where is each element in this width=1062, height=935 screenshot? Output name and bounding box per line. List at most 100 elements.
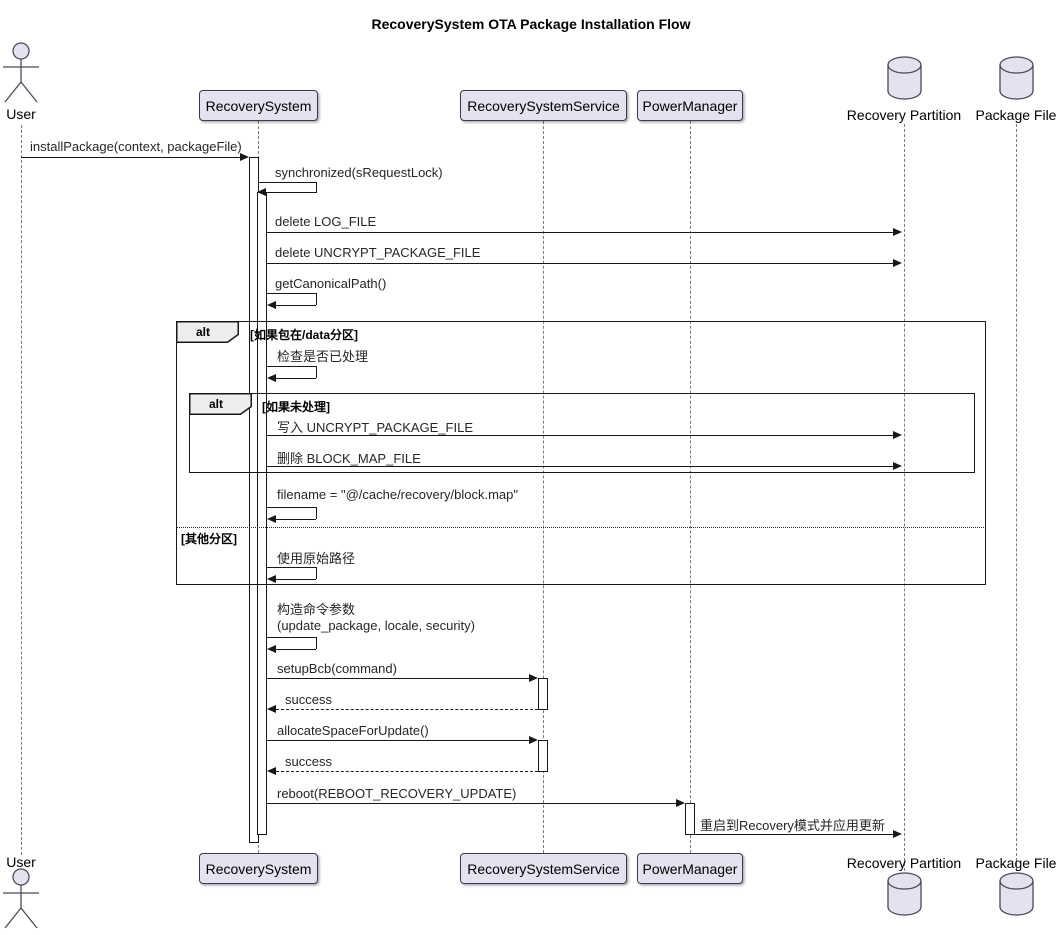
msg-filename-side — [316, 507, 317, 519]
msg-synchronized-side — [316, 182, 317, 193]
powermanager-box-bottom: PowerManager — [637, 853, 743, 884]
msg-setup-bcb-line — [267, 678, 529, 679]
msg-delete-log-file-arrowhead — [893, 228, 902, 236]
msg-setup-bcb-return-arrowhead — [267, 705, 276, 713]
package-file-database-icon-bottom — [999, 872, 1034, 916]
msg-allocate-return: success — [285, 754, 332, 769]
msg-check-arrowhead — [267, 374, 276, 382]
msg-get-canonical-side — [316, 293, 317, 305]
msg-synchronized-arrowhead — [257, 188, 266, 196]
msg-allocate-return-arrowhead — [267, 767, 276, 775]
user-actor-icon-top — [3, 42, 39, 103]
recovery-partition-database-icon-top — [887, 56, 922, 100]
recoverysystem-box-top: RecoverySystem — [199, 90, 318, 121]
alt-divider — [176, 527, 986, 528]
inner-alt-operator: alt — [209, 397, 224, 411]
msg-reboot: reboot(REBOOT_RECOVERY_UPDATE) — [277, 786, 517, 801]
user-actor-icon-bottom — [3, 868, 39, 929]
outer-alt-guard-else: [其他分区] — [181, 532, 237, 546]
msg-get-canonical-arrowhead — [267, 301, 276, 309]
msg-delete-uncrypt-arrowhead — [893, 259, 902, 267]
msg-original-back — [276, 579, 316, 580]
msg-setup-bcb-return-line — [276, 709, 538, 710]
outer-alt-operator: alt — [196, 325, 211, 339]
inner-alt-tab — [189, 393, 252, 415]
msg-check-out — [267, 366, 316, 367]
msg-filename-arrowhead — [267, 515, 276, 523]
msg-delete-block-map: 删除 BLOCK_MAP_FILE — [277, 451, 421, 466]
msg-get-canonical-out — [267, 293, 316, 294]
recoverysystemservice-box-top: RecoverySystemService — [460, 90, 627, 121]
inner-alt-frame — [189, 393, 975, 473]
recovery-partition-label-top: Recovery Partition — [846, 107, 962, 123]
user-label-bottom: User — [6, 854, 36, 870]
msg-install-package: installPackage(context, packageFile) — [30, 139, 242, 154]
msg-delete-log-file: delete LOG_FILE — [275, 214, 377, 229]
msg-setup-bcb-arrowhead — [529, 674, 538, 682]
msg-original-side — [316, 567, 317, 579]
msg-allocate-space-line — [267, 740, 529, 741]
recoverysystemservice-lifeline — [543, 121, 544, 853]
recovery-partition-label-bottom: Recovery Partition — [846, 855, 962, 871]
outer-alt-frame — [176, 321, 986, 585]
powermanager-box-top: PowerManager — [637, 90, 743, 121]
msg-reboot-note-line — [695, 834, 893, 835]
msg-build-args-arrowhead — [267, 645, 276, 653]
user-label-top: User — [6, 106, 36, 122]
msg-synchronized: synchronized(sRequestLock) — [275, 165, 443, 180]
msg-build-args-back — [276, 649, 316, 650]
msg-check-back — [276, 378, 316, 379]
msg-check-side — [316, 366, 317, 378]
msg-allocate-return-line — [276, 771, 538, 772]
msg-write-uncrypt-line — [267, 435, 893, 436]
msg-delete-uncrypt-line — [267, 263, 893, 264]
powermanager-lifeline — [690, 121, 691, 853]
msg-get-canonical-back — [276, 305, 316, 306]
msg-delete-block-map-arrowhead — [893, 462, 902, 470]
outer-alt-tab — [176, 321, 239, 343]
msg-install-package-line — [21, 157, 240, 158]
msg-synchronized-out — [259, 182, 316, 183]
recoverypartition-lifeline — [904, 124, 905, 871]
diagram-title: RecoverySystem OTA Package Installation … — [371, 16, 691, 32]
powermanager-activation — [685, 803, 695, 835]
msg-allocate-space: allocateSpaceForUpdate() — [277, 723, 429, 738]
service-activation-setupbcb — [538, 678, 548, 710]
msg-reboot-line — [267, 803, 676, 804]
packagefile-lifeline — [1016, 124, 1017, 871]
inner-alt-guard-if: [如果未处理] — [262, 400, 330, 414]
msg-synchronized-back — [266, 192, 316, 193]
msg-reboot-note: 重启到Recovery模式并应用更新 — [700, 818, 885, 833]
msg-original-arrowhead — [267, 575, 276, 583]
recovery-partition-database-icon-bottom — [887, 872, 922, 916]
msg-get-canonical-path: getCanonicalPath() — [275, 276, 387, 291]
recoverysystem-box-bottom: RecoverySystem — [199, 853, 318, 884]
msg-original-out — [267, 567, 316, 568]
msg-setup-bcb: setupBcb(command) — [277, 661, 397, 676]
msg-reboot-arrowhead — [676, 799, 685, 807]
service-activation-allocate — [538, 740, 548, 772]
msg-build-args-line1: 构造命令参数 — [277, 602, 356, 617]
msg-write-uncrypt: 写入 UNCRYPT_PACKAGE_FILE — [277, 420, 474, 435]
msg-setup-bcb-return: success — [285, 692, 332, 707]
msg-build-args-line2: (update_package, locale, security) — [277, 618, 476, 633]
msg-filename-back — [276, 519, 316, 520]
msg-set-filename: filename = "@/cache/recovery/block.map" — [277, 487, 519, 502]
msg-write-uncrypt-arrowhead — [893, 431, 902, 439]
package-file-label-top: Package File — [975, 107, 1057, 123]
user-lifeline — [21, 125, 22, 855]
msg-filename-out — [267, 507, 316, 508]
msg-delete-log-file-line — [267, 232, 893, 233]
msg-delete-uncrypt: delete UNCRYPT_PACKAGE_FILE — [275, 245, 481, 260]
outer-alt-guard-if: [如果包在/data分区] — [250, 328, 359, 342]
msg-build-args-side — [316, 637, 317, 649]
msg-use-original-path: 使用原始路径 — [277, 551, 356, 566]
package-file-label-bottom: Package File — [975, 855, 1057, 871]
package-file-database-icon-top — [999, 56, 1034, 100]
msg-install-package-arrowhead — [240, 153, 249, 161]
msg-delete-block-map-line — [267, 466, 893, 467]
msg-check-if-processed: 检查是否已处理 — [277, 349, 369, 364]
recoverysystemservice-box-bottom: RecoverySystemService — [460, 853, 627, 884]
msg-allocate-space-arrowhead — [529, 736, 538, 744]
